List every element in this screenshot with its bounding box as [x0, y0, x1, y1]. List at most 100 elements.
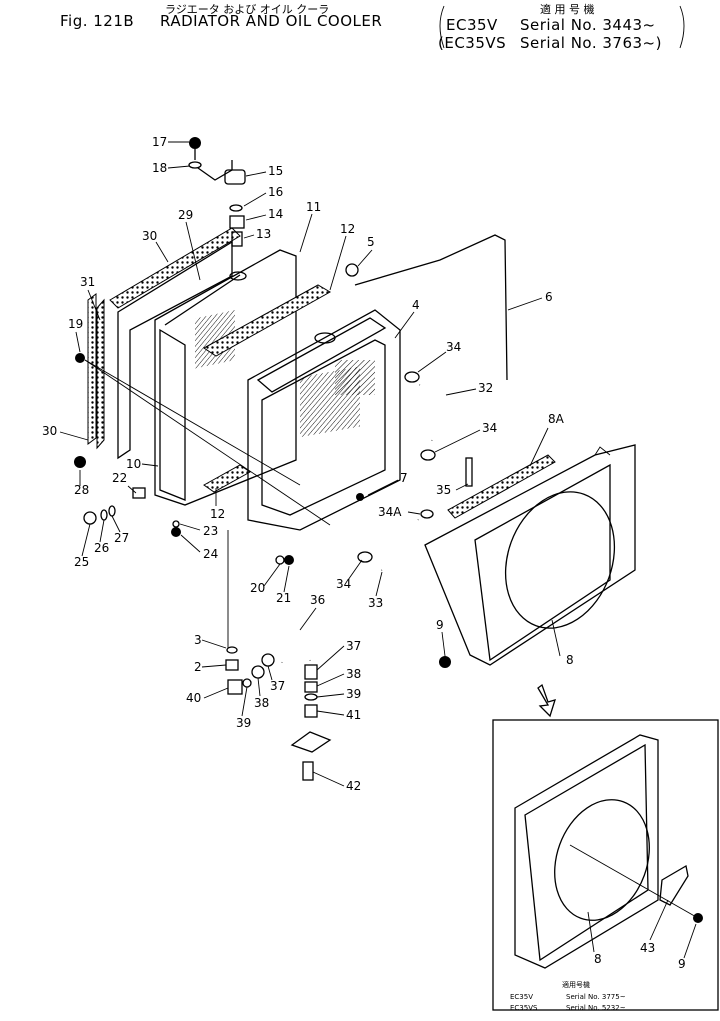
svg-text:37: 37	[270, 679, 285, 693]
inset-shroud-face	[524, 743, 649, 962]
svg-text:34: 34	[446, 340, 461, 354]
radiator-tank-top	[256, 317, 387, 393]
svg-text:12: 12	[340, 222, 355, 236]
seal-strip-12-bottom	[203, 464, 251, 493]
bolt-9	[439, 656, 451, 668]
inset-note-row-2-serial: Serial No. 5232~	[566, 1004, 626, 1012]
oil-cooler-fins	[195, 310, 235, 369]
cap-15	[224, 169, 246, 185]
svg-text:11: 11	[306, 200, 321, 214]
svg-text:21: 21	[276, 591, 291, 605]
fitting-41	[304, 704, 318, 718]
svg-text:29: 29	[178, 208, 193, 222]
applicability-row-2-serial: Serial No. 3763~)	[520, 34, 662, 52]
svg-text:39: 39	[236, 716, 251, 730]
svg-text:9: 9	[436, 618, 444, 632]
svg-text:36: 36	[310, 593, 325, 607]
svg-text:34: 34	[336, 577, 351, 591]
inset-note-heading: 適用号機	[562, 981, 590, 989]
washer-23	[172, 520, 180, 528]
svg-text:7: 7	[400, 471, 408, 485]
title-japanese: ラジエータ および オイル クーラ	[165, 3, 330, 16]
svg-text:20: 20	[250, 581, 265, 595]
radiator-fins-upper	[335, 360, 375, 395]
svg-text:19: 19	[68, 317, 83, 331]
fitting-14	[229, 215, 245, 229]
clamp-34c	[357, 551, 373, 563]
bolt-19	[75, 353, 85, 363]
svg-text:27: 27	[114, 531, 129, 545]
svg-text:25: 25	[74, 555, 89, 569]
svg-text:33: 33	[368, 596, 383, 610]
svg-text:18: 18	[152, 161, 167, 175]
seal-strip-31	[96, 298, 105, 450]
header-bracket-right	[679, 5, 685, 49]
washer-18	[188, 161, 202, 169]
cap-bracket	[197, 160, 233, 181]
fan-shroud-face	[474, 463, 611, 662]
svg-text:22: 22	[112, 471, 127, 485]
svg-text:30: 30	[142, 229, 157, 243]
svg-text:15: 15	[268, 164, 283, 178]
pipe-35	[465, 457, 473, 487]
svg-text:28: 28	[74, 483, 89, 497]
washer-39b	[304, 693, 318, 701]
svg-text:8: 8	[594, 952, 602, 966]
svg-text:31: 31	[80, 275, 95, 289]
washer-26	[100, 509, 108, 521]
svg-text:17: 17	[152, 135, 167, 149]
clamp-34a	[404, 371, 420, 383]
applicability-row-1-serial: Serial No. 3443~	[520, 16, 656, 34]
hose-33-inner	[380, 518, 421, 573]
ref-line-19	[84, 359, 301, 486]
seal-strip-30-top	[109, 227, 241, 309]
bracket-plate	[290, 731, 332, 753]
svg-text:6: 6	[545, 290, 553, 304]
nut-21	[284, 555, 294, 565]
svg-text:37: 37	[346, 639, 361, 653]
clamp-34b	[420, 449, 436, 461]
svg-text:2: 2	[194, 660, 202, 674]
svg-text:34A: 34A	[378, 505, 402, 519]
inset-box	[492, 719, 719, 1011]
svg-text:32: 32	[478, 381, 493, 395]
fitting-37b	[304, 664, 318, 680]
svg-text:41: 41	[346, 708, 361, 722]
inset-fan-opening	[554, 799, 650, 921]
elbow-40	[227, 679, 243, 695]
svg-text:39: 39	[346, 687, 361, 701]
oil-cooler-front	[159, 328, 186, 501]
figure-label: Fig. 121B	[60, 12, 135, 30]
svg-text:14: 14	[268, 207, 283, 221]
svg-text:43: 43	[640, 941, 655, 955]
valve-42	[302, 761, 314, 781]
gasket-16	[229, 204, 243, 212]
fan-shroud-8	[424, 444, 636, 666]
svg-text:35: 35	[436, 483, 451, 497]
fitting-37a	[261, 653, 275, 667]
seal-strip-8A	[447, 454, 556, 519]
inset-note-row-1-model: EC35V	[510, 993, 534, 1001]
hose-36-inner	[279, 625, 313, 663]
svg-text:30: 30	[42, 424, 57, 438]
seal-strip-30-side	[87, 293, 97, 445]
callout-labels: 17 18 15 16 14 13 29 30 11 12 5 4 6 31 1…	[42, 135, 697, 971]
svg-text:40: 40	[186, 691, 201, 705]
fan-opening	[504, 491, 616, 629]
oil-cooler-tube-29	[164, 274, 241, 326]
header-bracket-left	[439, 5, 445, 49]
nut-24	[171, 527, 181, 537]
oil-cooler-frame	[154, 249, 297, 506]
bolt-17	[189, 137, 201, 149]
fitting-38b	[304, 681, 318, 693]
cap-5	[345, 263, 359, 277]
o-ring-3	[226, 646, 238, 654]
fitting-13	[231, 231, 243, 247]
svg-text:23: 23	[203, 524, 218, 538]
figure-title: RADIATOR AND OIL COOLER	[160, 12, 383, 30]
bolt-7	[356, 493, 364, 501]
hose-32-inner	[419, 382, 445, 441]
radiator-frame-4	[247, 309, 401, 531]
filler-neck	[314, 332, 336, 344]
